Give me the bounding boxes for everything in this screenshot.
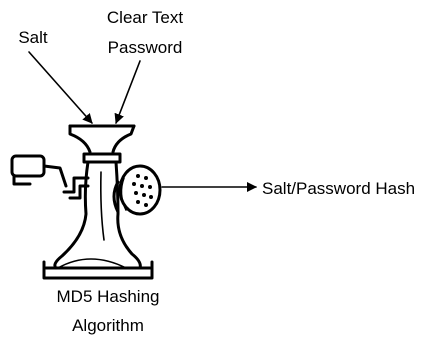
- meat-grinder-icon: [10, 124, 162, 280]
- algorithm-label-line1: MD5 Hashing: [57, 287, 160, 306]
- output-hash-label: Salt/Password Hash: [262, 179, 415, 198]
- salt-arrow-icon: [28, 51, 93, 124]
- algorithm-label-line2: Algorithm: [72, 316, 144, 335]
- clear-text-label-line1: Clear Text: [107, 8, 183, 27]
- clear-text-label-line2: Password: [108, 38, 183, 57]
- salt-label: Salt: [18, 28, 48, 47]
- password-arrow-icon: [114, 60, 141, 124]
